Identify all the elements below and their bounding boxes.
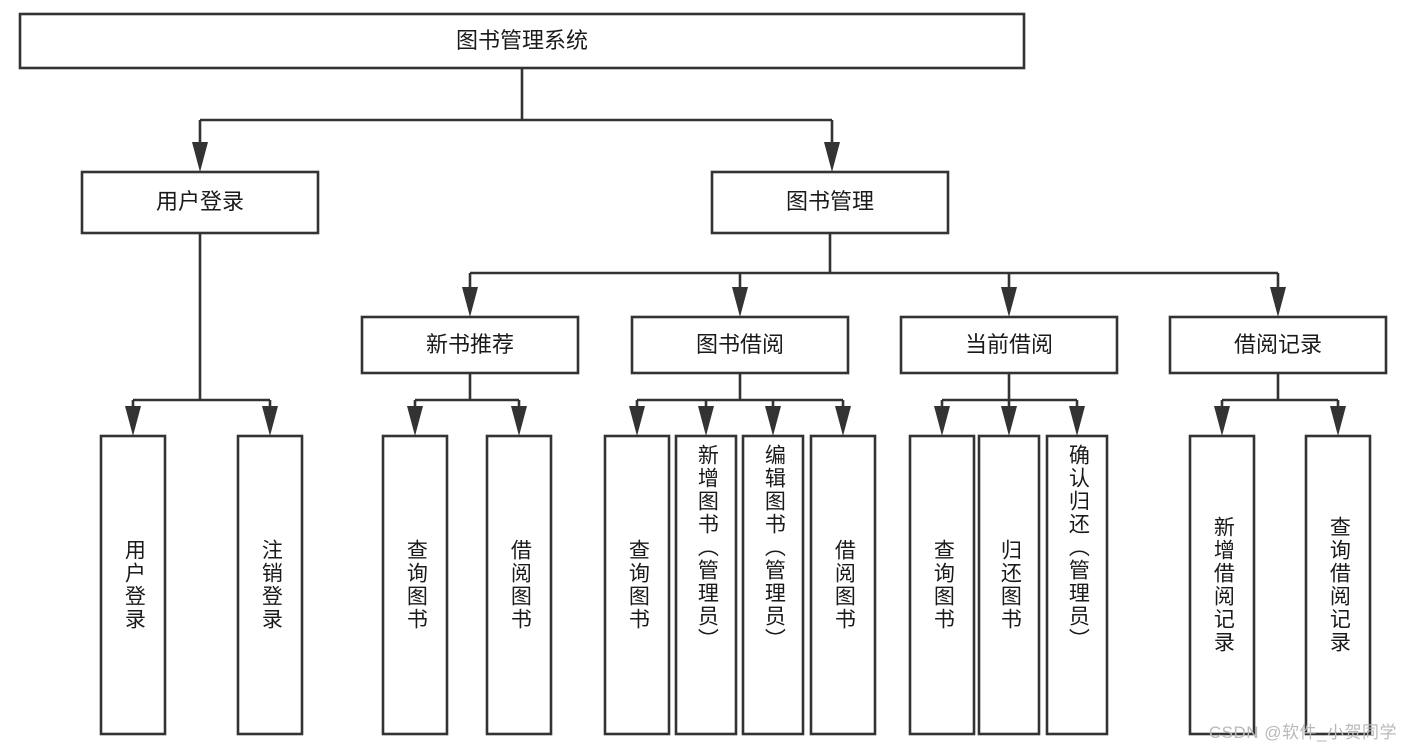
node-user-login[interactable]: 用户登录 xyxy=(80,170,320,235)
leaf-box-query-record[interactable] xyxy=(1304,434,1372,736)
leaf-box-query-book-3[interactable] xyxy=(908,434,976,736)
edges-current-borrow-to-leaves xyxy=(934,373,1085,436)
leaf-box-add-record[interactable] xyxy=(1188,434,1256,736)
node-root-label: 图书管理系统 xyxy=(456,28,588,53)
node-book-manage[interactable]: 图书管理 xyxy=(710,170,950,235)
leaf-box-borrow-book-2[interactable] xyxy=(809,434,877,736)
node-current-borrow-label: 当前借阅 xyxy=(965,332,1053,357)
node-borrow-record[interactable]: 借阅记录 xyxy=(1168,315,1388,375)
node-user-login-label: 用户登录 xyxy=(156,189,244,214)
edges-root-to-level2 xyxy=(192,68,840,172)
leaf-box-return-book[interactable] xyxy=(977,434,1041,736)
leaf-box-confirm-return[interactable] xyxy=(1045,434,1109,736)
leaf-box-borrow-book-1[interactable] xyxy=(485,434,553,736)
leaf-box-query-book-1[interactable] xyxy=(381,434,449,736)
edges-new-book-rec-to-leaves xyxy=(407,373,527,436)
leaf-boxes xyxy=(99,434,1372,736)
node-new-book-rec[interactable]: 新书推荐 xyxy=(360,315,580,375)
node-root[interactable]: 图书管理系统 xyxy=(18,12,1026,70)
node-book-borrow[interactable]: 图书借阅 xyxy=(630,315,850,375)
node-borrow-record-label: 借阅记录 xyxy=(1234,332,1322,357)
node-book-manage-label: 图书管理 xyxy=(786,189,874,214)
leaf-box-query-book-2[interactable] xyxy=(603,434,671,736)
edges-borrow-record-to-leaves xyxy=(1214,373,1346,436)
leaf-box-edit-book[interactable] xyxy=(741,434,805,736)
edges-book-borrow-to-leaves xyxy=(629,373,851,436)
leaf-box-logout[interactable] xyxy=(236,434,304,736)
edges-book-manage-to-level3 xyxy=(462,233,1286,317)
csdn-watermark: CSDN @软件_小贺同学 xyxy=(1208,723,1397,742)
node-current-borrow[interactable]: 当前借阅 xyxy=(899,315,1119,375)
leaf-box-user-login[interactable] xyxy=(99,434,167,736)
leaf-box-add-book[interactable] xyxy=(674,434,738,736)
node-book-borrow-label: 图书借阅 xyxy=(696,332,784,357)
node-new-book-rec-label: 新书推荐 xyxy=(426,332,514,357)
edges-user-login-to-leaves xyxy=(125,233,278,436)
